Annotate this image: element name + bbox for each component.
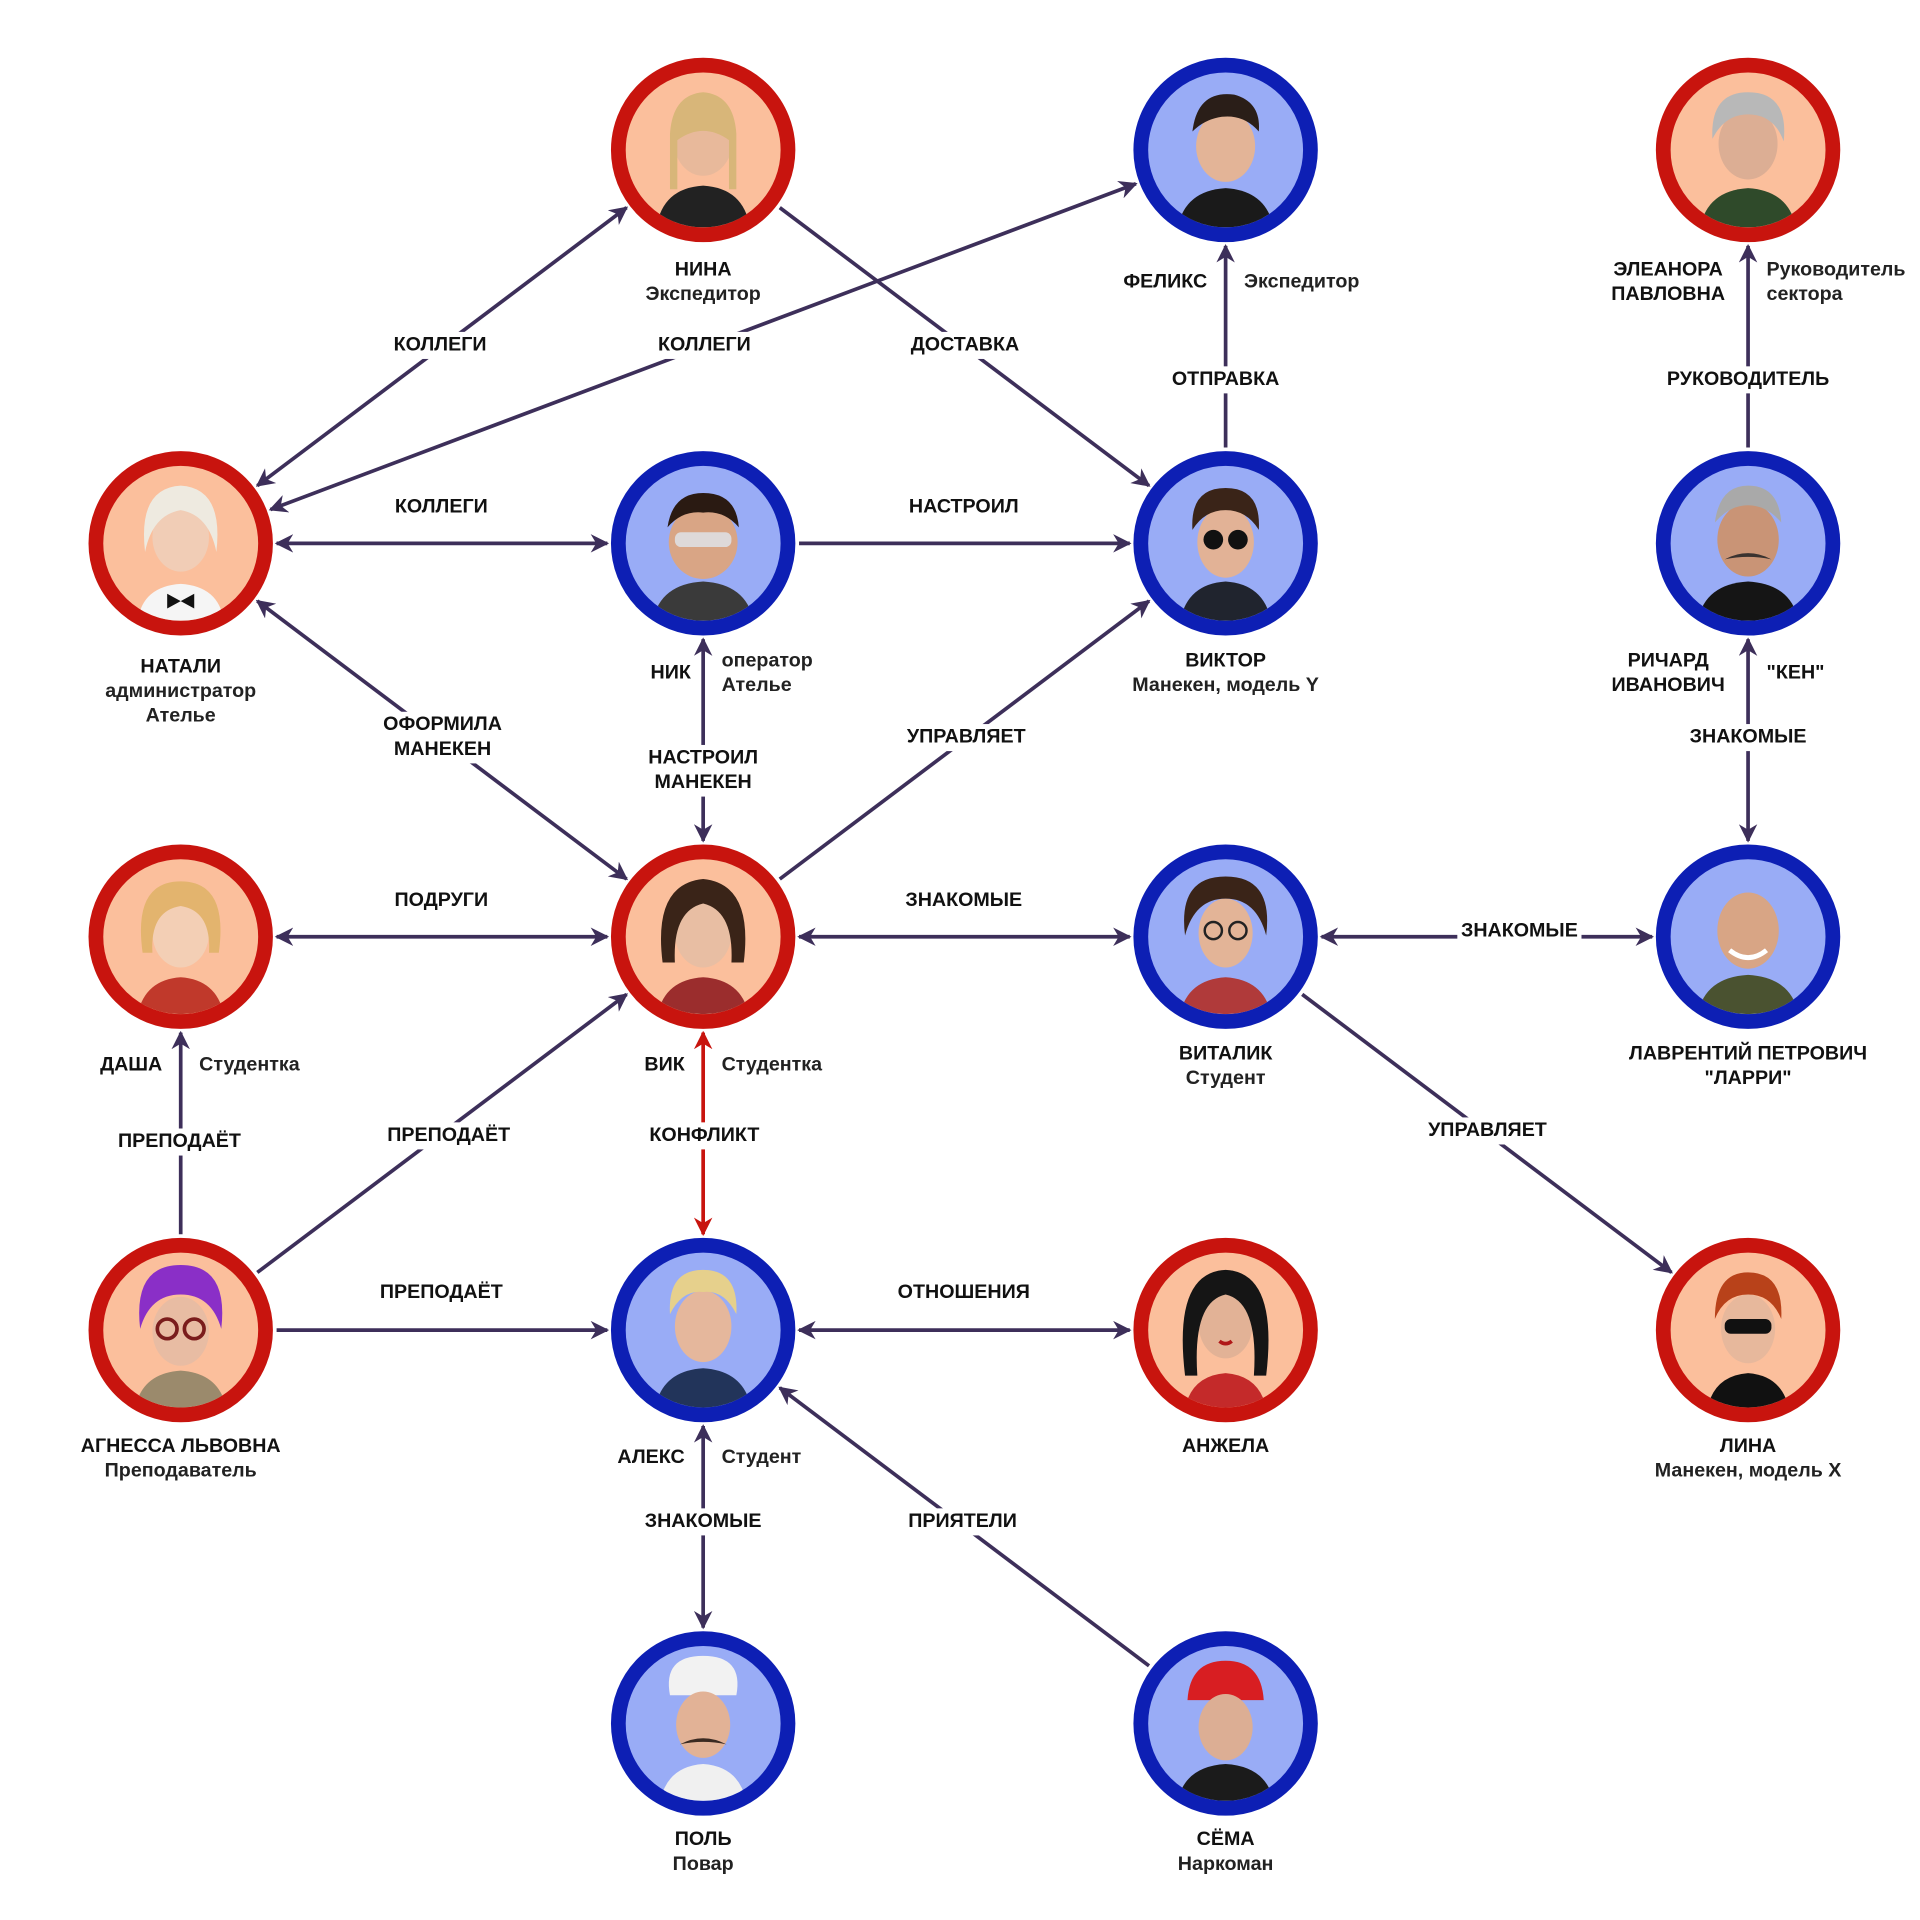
- node-vitalik[interactable]: [1133, 844, 1318, 1029]
- person-portrait-icon: [1697, 485, 1799, 621]
- person-portrait-icon: [1177, 94, 1274, 228]
- person-portrait-icon: [1180, 488, 1272, 621]
- node-vik[interactable]: [610, 844, 796, 1029]
- node-nik[interactable]: [610, 451, 796, 636]
- label-alex-name: АЛЕКС: [617, 1446, 685, 1468]
- label-richard-role: "КЕН": [1766, 662, 1825, 684]
- person-portrait-icon: [137, 881, 224, 1015]
- edge-label-vik-vitalik: ЗНАКОМЫЕ: [901, 887, 1026, 915]
- node-nina[interactable]: [610, 57, 796, 243]
- node-pol[interactable]: [610, 1631, 796, 1816]
- edge-label-nik-vik: НАСТРОИЛ МАНЕКЕН: [638, 744, 769, 797]
- person-portrait-icon: [135, 1264, 227, 1408]
- edge-label-natali-nik: КОЛЛЕГИ: [391, 494, 492, 522]
- label-vik-role: Студентка: [721, 1054, 823, 1076]
- node-agnessa[interactable]: [88, 1237, 273, 1423]
- edge-label-richard-eleonora: РУКОВОДИТЕЛЬ: [1663, 366, 1833, 394]
- node-lavrenty[interactable]: [1655, 844, 1841, 1029]
- node-dasha[interactable]: [88, 844, 273, 1029]
- node-natali[interactable]: [88, 451, 273, 636]
- label-nik-role: оператор Ателье: [721, 650, 813, 696]
- node-eleonora[interactable]: [1655, 57, 1841, 243]
- person-portrait-icon: [660, 1655, 747, 1801]
- person-portrait-icon: [1177, 1660, 1274, 1801]
- edge-label-dasha-vik: ПОДРУГИ: [390, 887, 492, 915]
- edge-label-vik-alex: КОНФЛИКТ: [645, 1122, 764, 1150]
- label-dasha-name: ДАША: [100, 1054, 163, 1076]
- edge-label-vik-natali: ОФОРМИЛА МАНЕКЕН: [377, 711, 508, 764]
- label-felix-name: ФЕЛИКС: [1123, 271, 1208, 293]
- node-viktor[interactable]: [1133, 451, 1318, 636]
- edge-label-natali-felix: КОЛЛЕГИ: [654, 331, 755, 359]
- person-portrait-icon: [1697, 892, 1799, 1015]
- edge-label-agnessa-vik: ПРЕПОДАЁТ: [383, 1122, 514, 1150]
- edge-label-agnessa-dasha: ПРЕПОДАЁТ: [114, 1128, 245, 1156]
- label-felix-role: Экспедитор: [1244, 271, 1360, 293]
- label-anzhela: АНЖЕЛА: [1181, 1435, 1270, 1457]
- person-portrait-icon: [656, 92, 750, 228]
- edge-label-agnessa-alex: ПРЕПОДАЁТ: [376, 1279, 507, 1307]
- person-portrait-icon: [657, 878, 749, 1015]
- person-portrait-icon: [652, 492, 754, 621]
- label-alex-role: Студент: [721, 1446, 802, 1468]
- edge-label-vik-viktor: УПРАВЛЯЕТ: [903, 724, 1030, 752]
- node-anzhela[interactable]: [1133, 1237, 1318, 1423]
- person-portrait-icon: [1180, 876, 1272, 1015]
- person-portrait-icon: [1707, 1272, 1789, 1408]
- edge-label-vitalik-lavrenty: ЗНАКОМЫЕ: [1457, 918, 1582, 946]
- edge-label-sema-alex: ПРИЯТЕЛИ: [904, 1508, 1021, 1536]
- edge-label-nik-viktor: НАСТРОИЛ: [905, 494, 1023, 522]
- node-richard[interactable]: [1655, 451, 1841, 636]
- edge-label-alex-anzhela: ОТНОШЕНИЯ: [893, 1279, 1034, 1307]
- node-alex[interactable]: [610, 1237, 796, 1423]
- label-nik-name: НИК: [650, 662, 691, 684]
- edge-label-richard-lavrenty: ЗНАКОМЫЕ: [1685, 724, 1811, 752]
- label-richard-name: РИЧАРД ИВАНОВИЧ: [1611, 650, 1725, 696]
- edge-label-alex-pol: ЗНАКОМЫЕ: [641, 1508, 766, 1536]
- node-lina[interactable]: [1655, 1237, 1841, 1423]
- person-portrait-icon: [1700, 92, 1797, 228]
- label-dasha-role: Студентка: [199, 1054, 300, 1076]
- label-eleonora-name: ЭЛЕАНОРА ПАВЛОВНА: [1611, 259, 1726, 305]
- person-portrait-icon: [1182, 1269, 1269, 1408]
- node-sema[interactable]: [1133, 1631, 1318, 1816]
- label-eleonora-role: Руководитель сектора: [1766, 259, 1906, 305]
- label-vik-name: ВИК: [644, 1054, 685, 1076]
- person-portrait-icon: [655, 1269, 752, 1408]
- node-felix[interactable]: [1133, 57, 1318, 243]
- edge-label-vitalik-lina: УПРАВЛЯЕТ: [1424, 1117, 1551, 1145]
- person-portrait-icon: [137, 485, 224, 621]
- edge-label-natali-nina: КОЛЛЕГИ: [389, 331, 491, 359]
- label-lavrenty: ЛАВРЕНТИЙ ПЕТРОВИЧ"ЛАРРИ": [1629, 1043, 1868, 1090]
- edge-label-viktor-felix: ОТПРАВКА: [1168, 366, 1284, 394]
- edge-label-nina-viktor: ДОСТАВКА: [907, 331, 1023, 359]
